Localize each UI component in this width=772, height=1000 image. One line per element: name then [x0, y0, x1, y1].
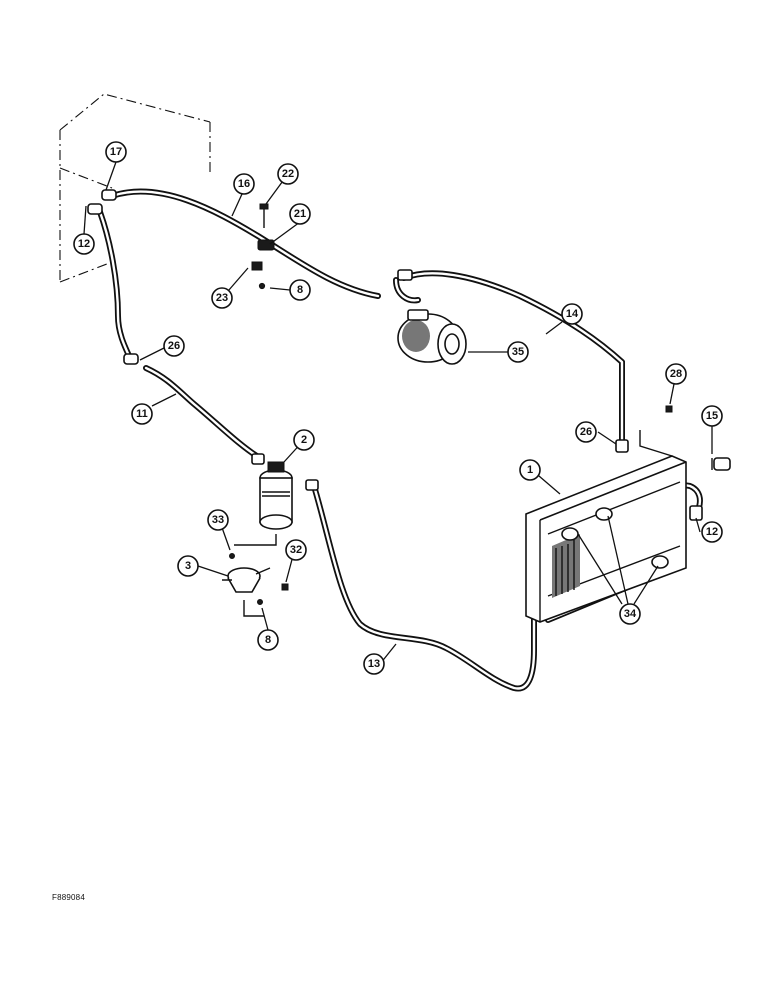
hose-14-compressor-to-condenser: [401, 270, 625, 443]
clip-21: [257, 239, 275, 251]
callout-11: 11: [131, 403, 153, 425]
callout-8-lower: 8: [257, 629, 279, 651]
callout-23: 23: [211, 287, 233, 309]
callout-14: 14: [561, 303, 583, 325]
svg-text:23: 23: [216, 292, 228, 304]
callout-3: 3: [177, 555, 199, 577]
callout-32: 32: [285, 539, 307, 561]
screw-22: [259, 203, 269, 228]
svg-text:16: 16: [238, 178, 250, 190]
callout-33: 33: [207, 509, 229, 531]
hose-16-evaporator-to-compressor: [109, 188, 381, 299]
leader-8-upper: [269, 287, 291, 291]
callout-26-left: 26: [163, 335, 185, 357]
fitting-26-left: [123, 353, 139, 365]
svg-text:14: 14: [566, 308, 579, 320]
svg-text:1: 1: [527, 464, 533, 476]
callout-34: 34: [619, 603, 641, 625]
callout-17: 17: [105, 141, 127, 163]
svg-text:8: 8: [265, 634, 271, 646]
mounting-bracket-3: [222, 534, 289, 617]
svg-text:26: 26: [168, 340, 180, 352]
callout-12-evaporator: 12: [73, 233, 95, 255]
fitting-26-right: [615, 439, 629, 453]
svg-text:21: 21: [294, 208, 306, 220]
callout-28: 28: [665, 363, 687, 385]
compressor: [393, 269, 467, 365]
fitting-12-evaporator: [87, 203, 103, 215]
svg-text:12: 12: [706, 526, 718, 538]
svg-text:15: 15: [706, 410, 718, 422]
fitting-drier-outlet: [305, 479, 319, 491]
svg-text:28: 28: [670, 368, 682, 380]
svg-text:22: 22: [282, 168, 294, 180]
callout-1: 1: [519, 459, 541, 481]
callout-2: 2: [293, 429, 315, 451]
callout-12-condenser: 12: [701, 521, 723, 543]
svg-text:17: 17: [110, 146, 122, 158]
callout-16: 16: [233, 173, 255, 195]
svg-text:3: 3: [185, 560, 191, 572]
hose-11-to-receiver-drier: [143, 365, 263, 461]
callout-8-upper: 8: [289, 279, 311, 301]
svg-text:26: 26: [580, 426, 592, 438]
fitting-12-condenser: [689, 505, 703, 521]
receiver-drier: [259, 461, 293, 530]
hose-12-evaporator-outlet: [97, 209, 133, 361]
condenser: [525, 430, 687, 623]
evaporator-housing-outline: [59, 93, 211, 283]
svg-text:2: 2: [301, 434, 307, 446]
fitting-15: [711, 457, 731, 471]
fitting-17: [101, 189, 117, 201]
svg-text:8: 8: [297, 284, 303, 296]
svg-text:12: 12: [78, 238, 90, 250]
svg-text:35: 35: [512, 346, 524, 358]
callout-13: 13: [363, 653, 385, 675]
svg-text:34: 34: [624, 608, 637, 620]
svg-text:32: 32: [290, 544, 302, 556]
svg-text:11: 11: [136, 408, 148, 420]
callout-21: 21: [289, 203, 311, 225]
fitting-drier-inlet: [251, 453, 265, 465]
callout-26-right: 26: [575, 421, 597, 443]
figure-code: F889084: [52, 893, 85, 902]
callout-22: 22: [277, 163, 299, 185]
callout-15: 15: [701, 405, 723, 427]
washer-23-nut-8: [251, 261, 266, 290]
screw-28: [665, 405, 673, 413]
svg-text:33: 33: [212, 514, 224, 526]
callout-35: 35: [507, 341, 529, 363]
leader-8-lower: [261, 607, 269, 631]
svg-text:13: 13: [368, 658, 380, 670]
